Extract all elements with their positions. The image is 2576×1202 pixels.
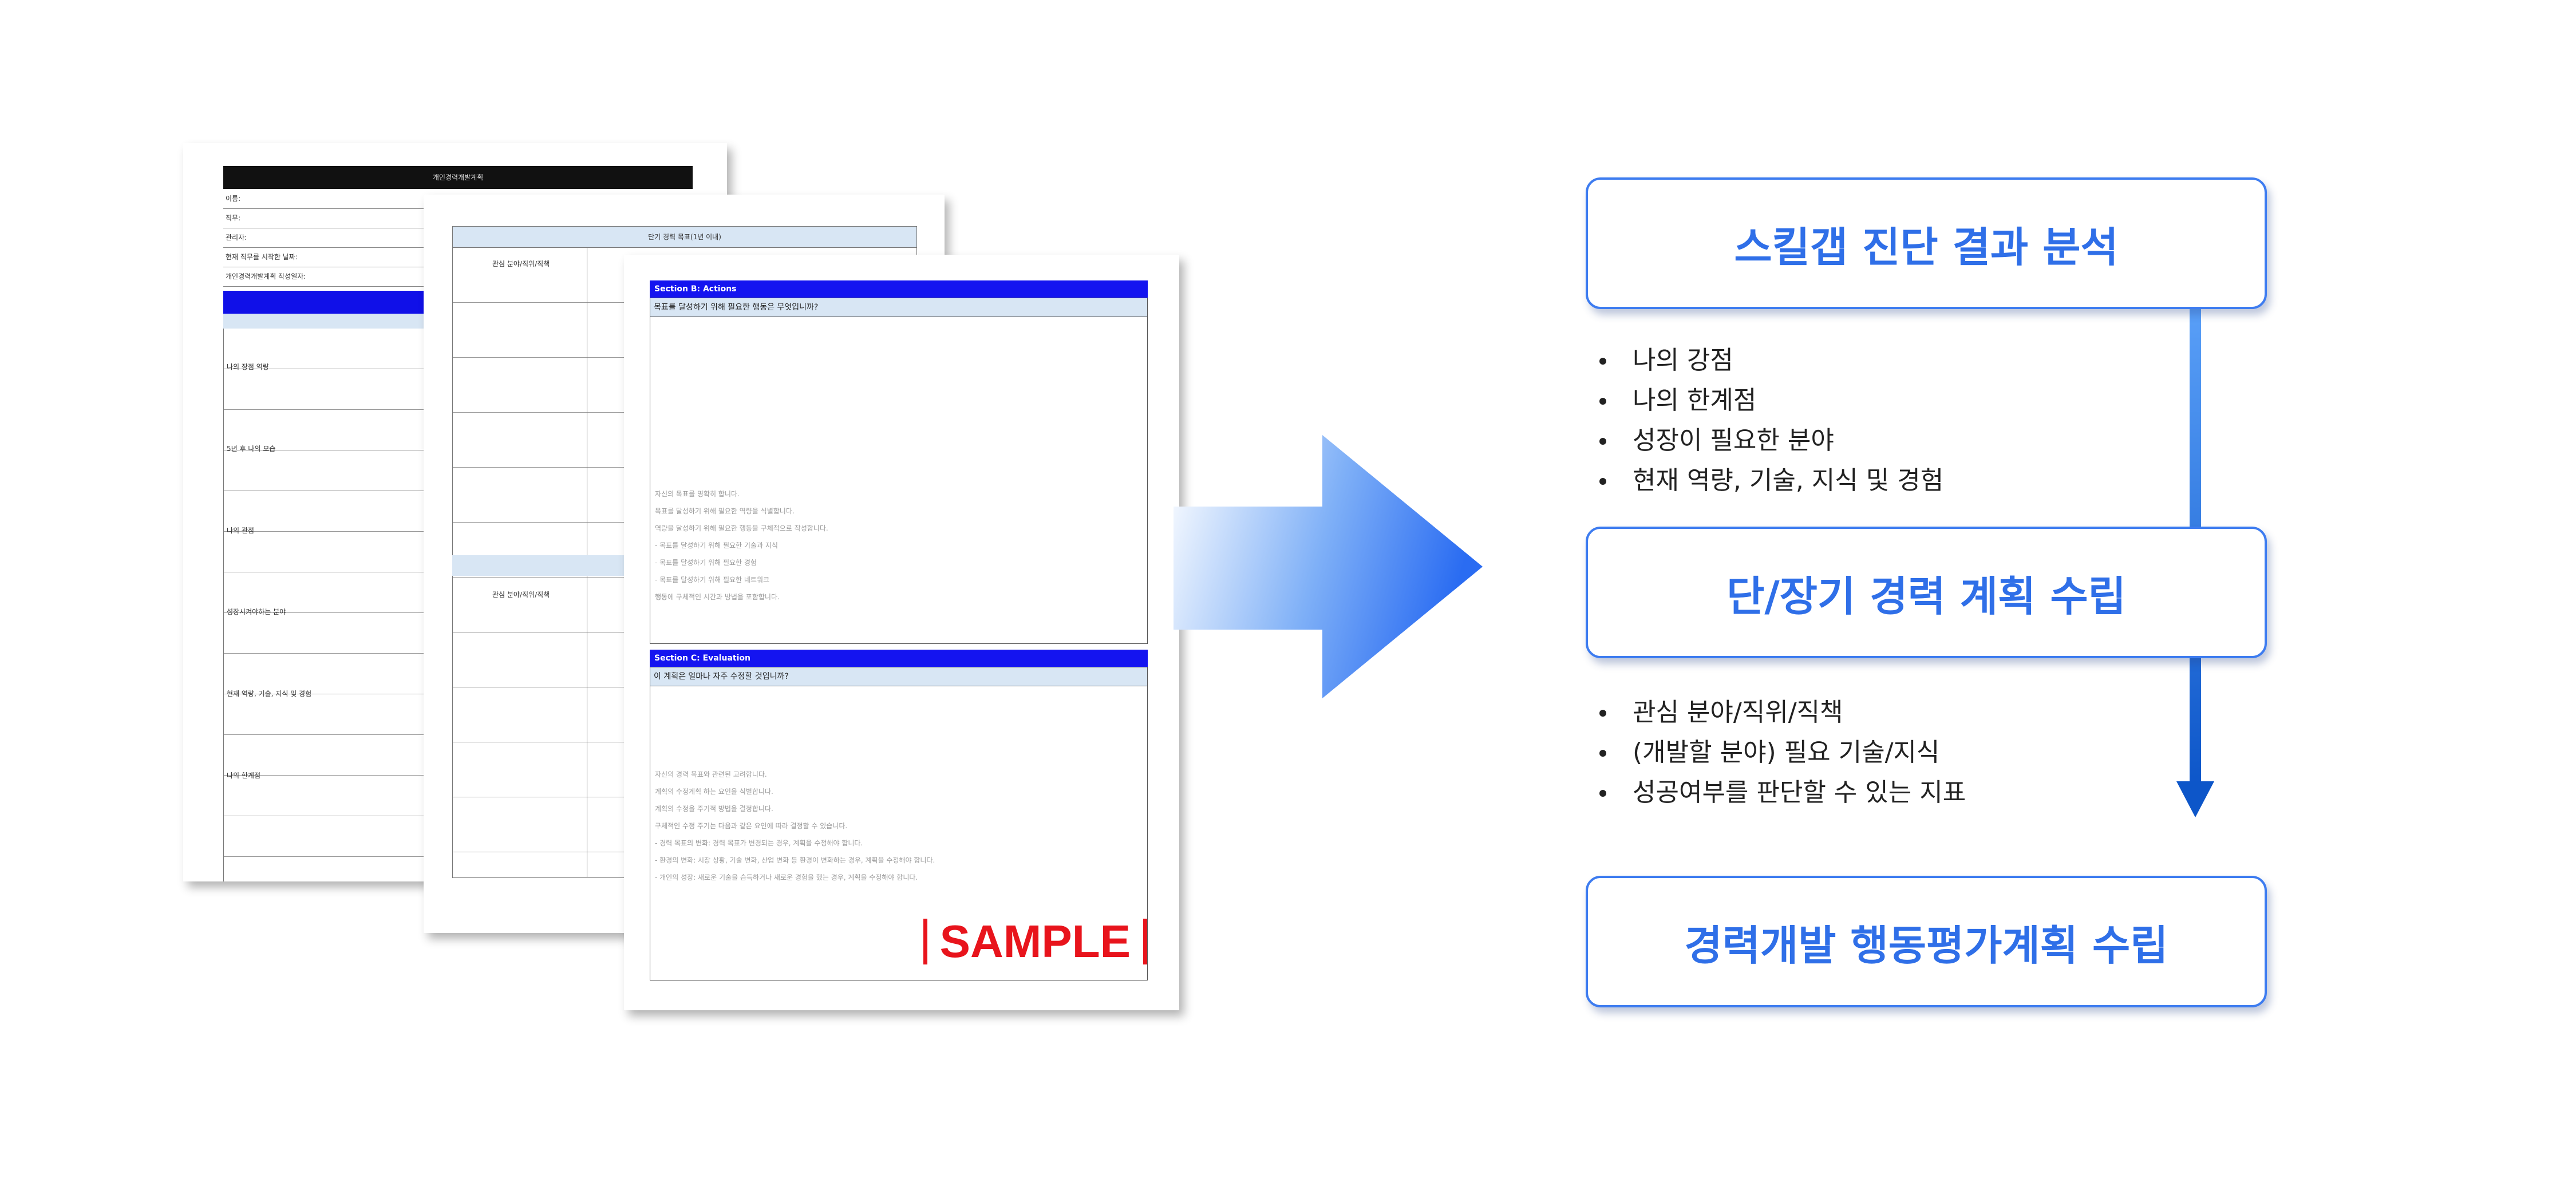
section-b-header: Section B: Actions	[650, 280, 1148, 298]
hint-text: - 개인의 성장: 새로운 기술을 습득하거나 새로운 경험을 했는 경우, 계…	[655, 873, 918, 881]
hint-text: - 환경의 변화: 시장 상황, 기술 변화, 산업 변화 등 환경이 변화하는…	[655, 856, 935, 864]
hint-text: - 목표를 달성하기 위해 필요한 경험	[655, 559, 757, 567]
doc1-section-label: 나의 장점 역량	[227, 363, 269, 371]
list-item: 성장이 필요한 분야	[1597, 421, 1943, 461]
hint-text: - 목표를 달성하기 위해 필요한 네트워크	[655, 576, 770, 584]
hint-text: 계획의 수정을 주기적 방법을 결정합니다.	[655, 805, 773, 813]
stage-skill-gap-analysis: 스킬갭 진단 결과 분석	[1586, 177, 2267, 309]
section-b-answer-box: 자신의 목표를 명확히 합니다. 목표를 달성하기 위해 필요한 역량을 식별합…	[650, 317, 1148, 644]
doc1-section-label: 5년 후 나의 모습	[227, 445, 276, 453]
section-c-header: Section C: Evaluation	[650, 650, 1148, 667]
doc2-row-label: 관심 분야/직위/직책	[492, 260, 550, 268]
list-item: (개발할 분야) 필요 기술/지식	[1597, 733, 1966, 773]
stage-career-plan: 단/장기 경력 계획 수립	[1586, 527, 2267, 658]
doc2-row-label: 관심 분야/직위/직책	[492, 591, 550, 599]
hint-text: 역량을 달성하기 위해 필요한 행동을 구체적으로 작성합니다.	[655, 524, 828, 532]
hint-text: 자신의 경력 목표와 관련된 고려합니다.	[655, 770, 767, 778]
list-item: 현재 역량, 기술, 지식 및 경험	[1597, 461, 1943, 501]
list-item: 나의 강점	[1597, 341, 1943, 381]
hint-text: - 목표를 달성하기 위해 필요한 기술과 지식	[655, 541, 778, 549]
hint-text: 구체적인 수정 주기는 다음과 같은 요인에 따라 결정할 수 있습니다.	[655, 822, 848, 830]
stage1-bullet-list: 나의 강점 나의 한계점 성장이 필요한 분야 현재 역량, 기술, 지식 및 …	[1597, 341, 1943, 501]
hint-text: - 경력 목표의 변화: 경력 목표가 변경되는 경우, 계획을 수정해야 합니…	[655, 839, 863, 847]
section-c-answer-box: 자신의 경력 목표와 관련된 고려합니다. 계획의 수정계획 하는 요인을 식별…	[650, 686, 1148, 980]
right-arrow-icon	[1174, 435, 1483, 698]
list-item: 나의 한계점	[1597, 381, 1943, 421]
sample-watermark: SAMPLE	[923, 919, 1147, 964]
hint-text: 목표를 달성하기 위해 필요한 역량을 식별합니다.	[655, 507, 795, 515]
doc1-section-label: 나의 관점	[227, 527, 254, 535]
list-item: 관심 분야/직위/직책	[1597, 693, 1966, 733]
doc1-title: 개인경력개발계획	[223, 166, 693, 189]
list-item: 성공여부를 판단할 수 있는 지표	[1597, 773, 1966, 813]
document-thumbnail-actions-evaluation: Section B: Actions 목표를 달성하기 위해 필요한 행동은 무…	[624, 255, 1179, 1010]
stage-action-evaluation-plan: 경력개발 행동평가계획 수립	[1586, 876, 2267, 1007]
doc1-section-label: 현재 역량, 기술, 지식 및 경험	[227, 690, 312, 698]
doc1-section-label: 성장시켜야하는 분야	[227, 608, 286, 616]
doc1-section-label: 나의 한계점	[227, 772, 261, 780]
section-b-question: 목표를 달성하기 위해 필요한 행동은 무엇입니까?	[650, 298, 1148, 317]
doc2-header: 단기 경력 목표(1년 이내)	[452, 226, 917, 248]
hint-text: 계획의 수정계획 하는 요인을 식별합니다.	[655, 788, 773, 796]
stage2-bullet-list: 관심 분야/직위/직책 (개발할 분야) 필요 기술/지식 성공여부를 판단할 …	[1597, 693, 1966, 813]
hint-text: 자신의 목표를 명확히 합니다.	[655, 490, 740, 498]
hint-text: 행동에 구체적인 시간과 방법을 포함합니다.	[655, 593, 780, 601]
section-c-question: 이 계획은 얼마나 자주 수정할 것입니까?	[650, 667, 1148, 686]
